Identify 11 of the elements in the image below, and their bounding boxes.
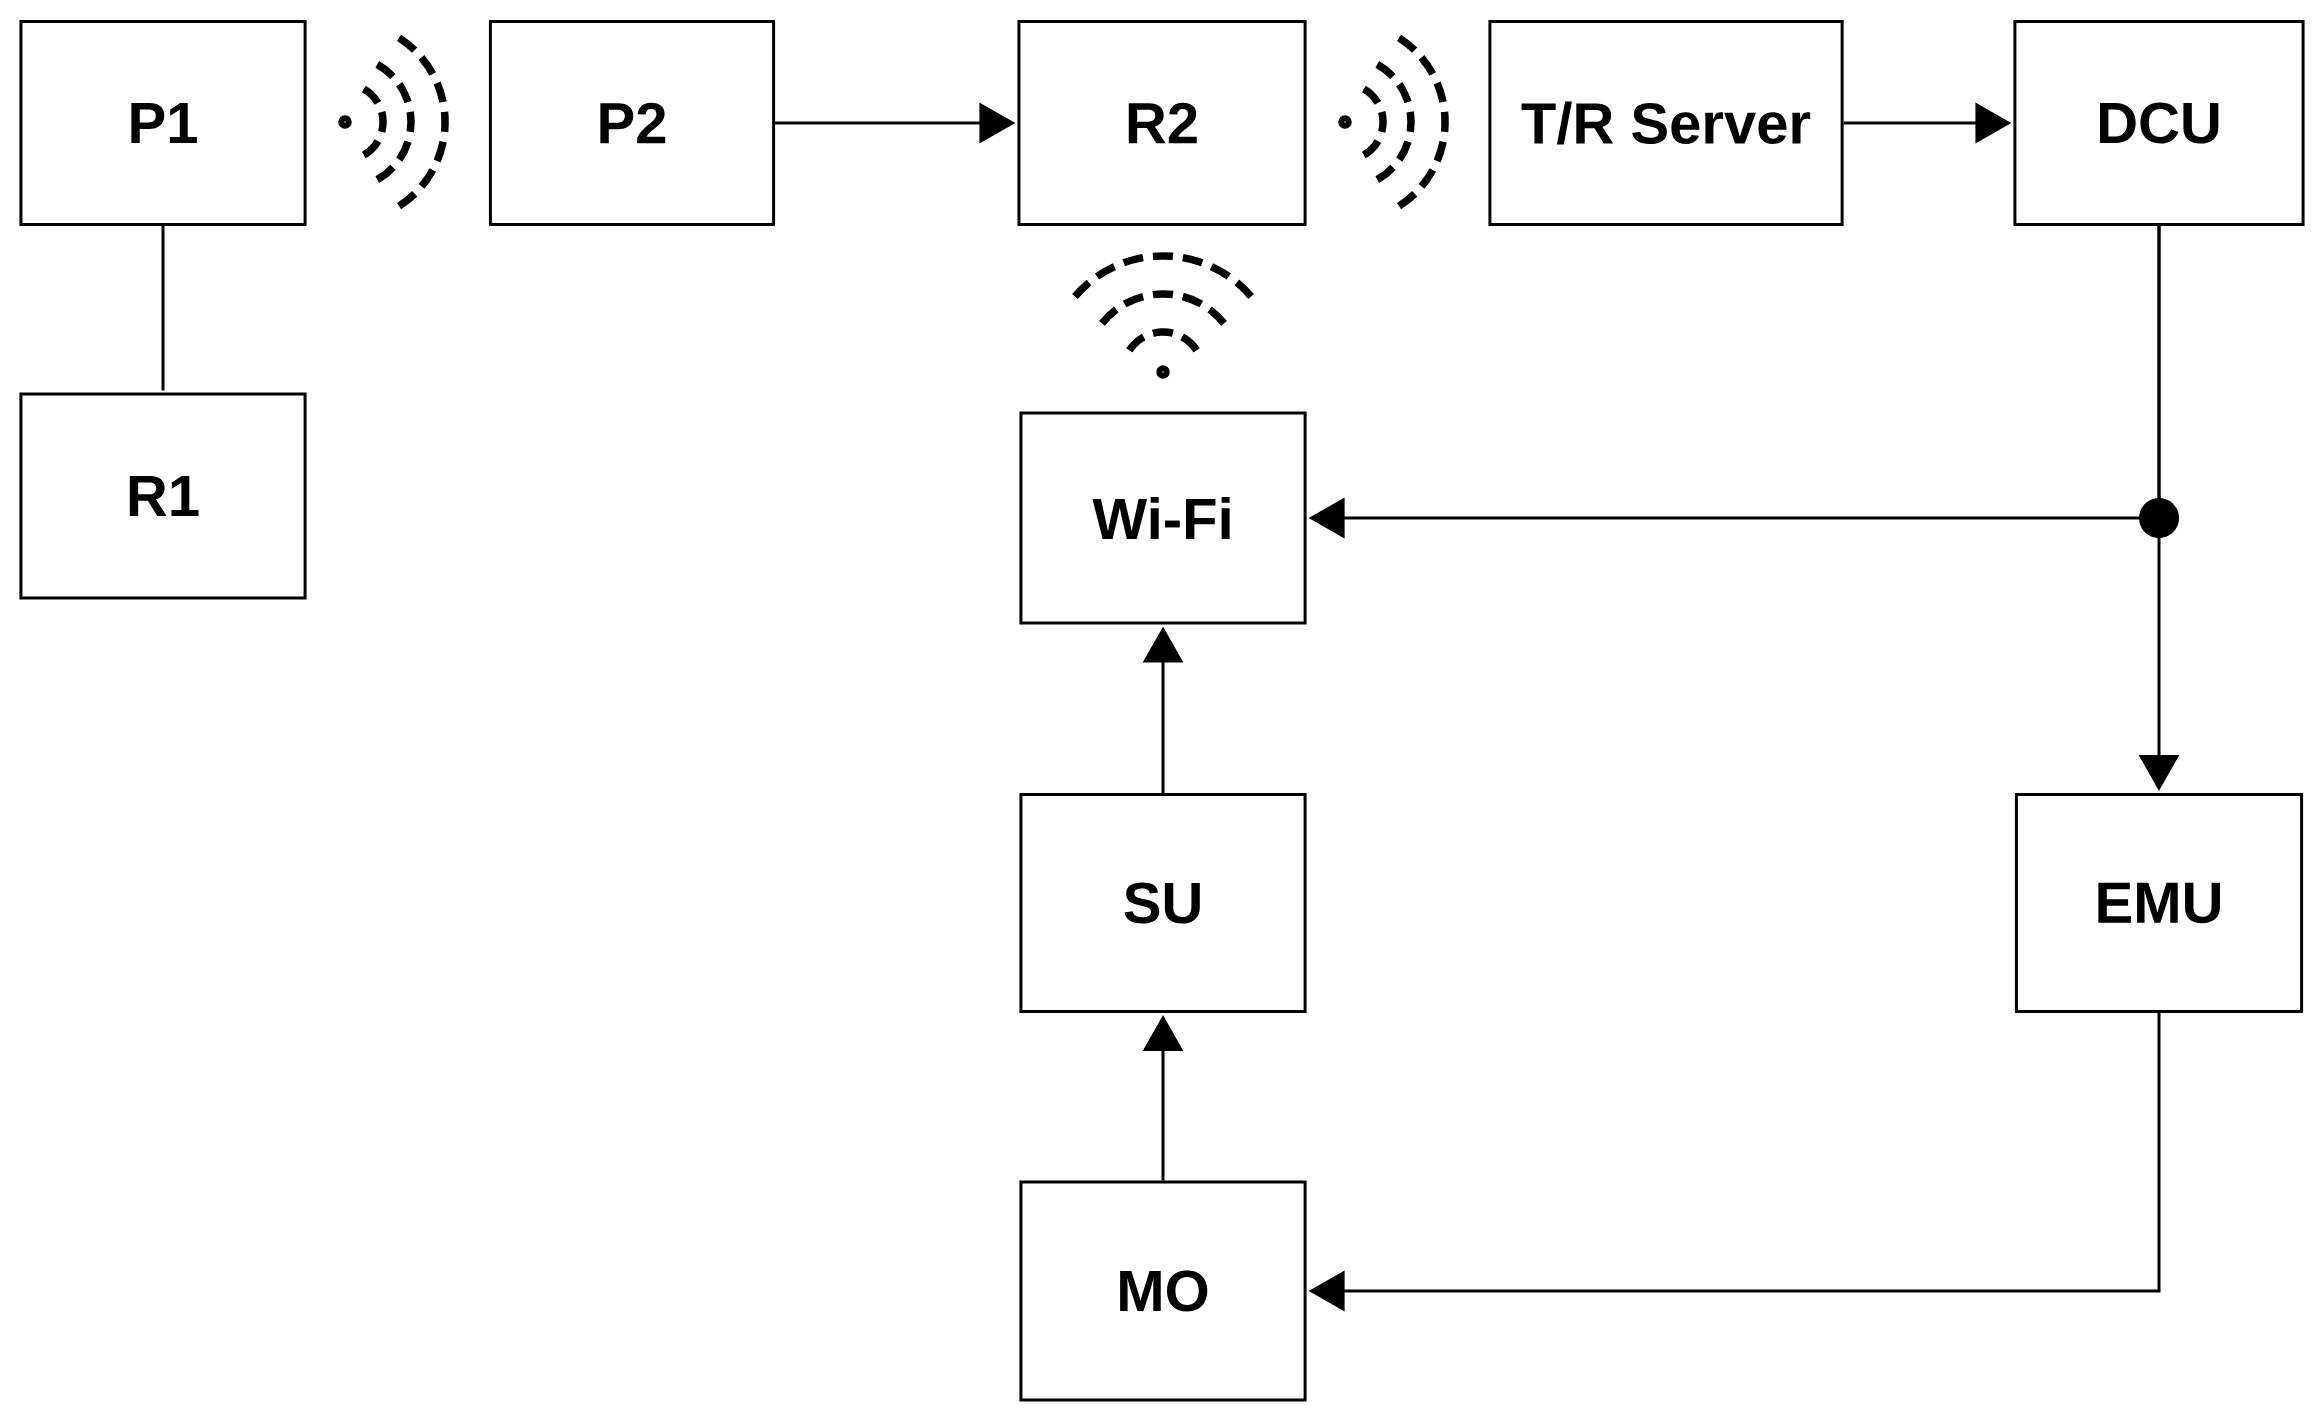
process-box: EMU xyxy=(2014,792,2304,1014)
process-box: T/R Server xyxy=(1488,19,1844,227)
process-box: Wi-Fi xyxy=(1019,411,1307,625)
process-box: SU xyxy=(1019,792,1307,1014)
process-box: R1 xyxy=(19,392,307,600)
connector-line xyxy=(161,226,165,391)
process-box: DCU xyxy=(2013,19,2305,227)
process-box: R2 xyxy=(1017,19,1307,227)
process-box: P1 xyxy=(19,19,307,227)
process-box: P2 xyxy=(488,19,776,227)
process-box: MO xyxy=(1019,1180,1307,1402)
